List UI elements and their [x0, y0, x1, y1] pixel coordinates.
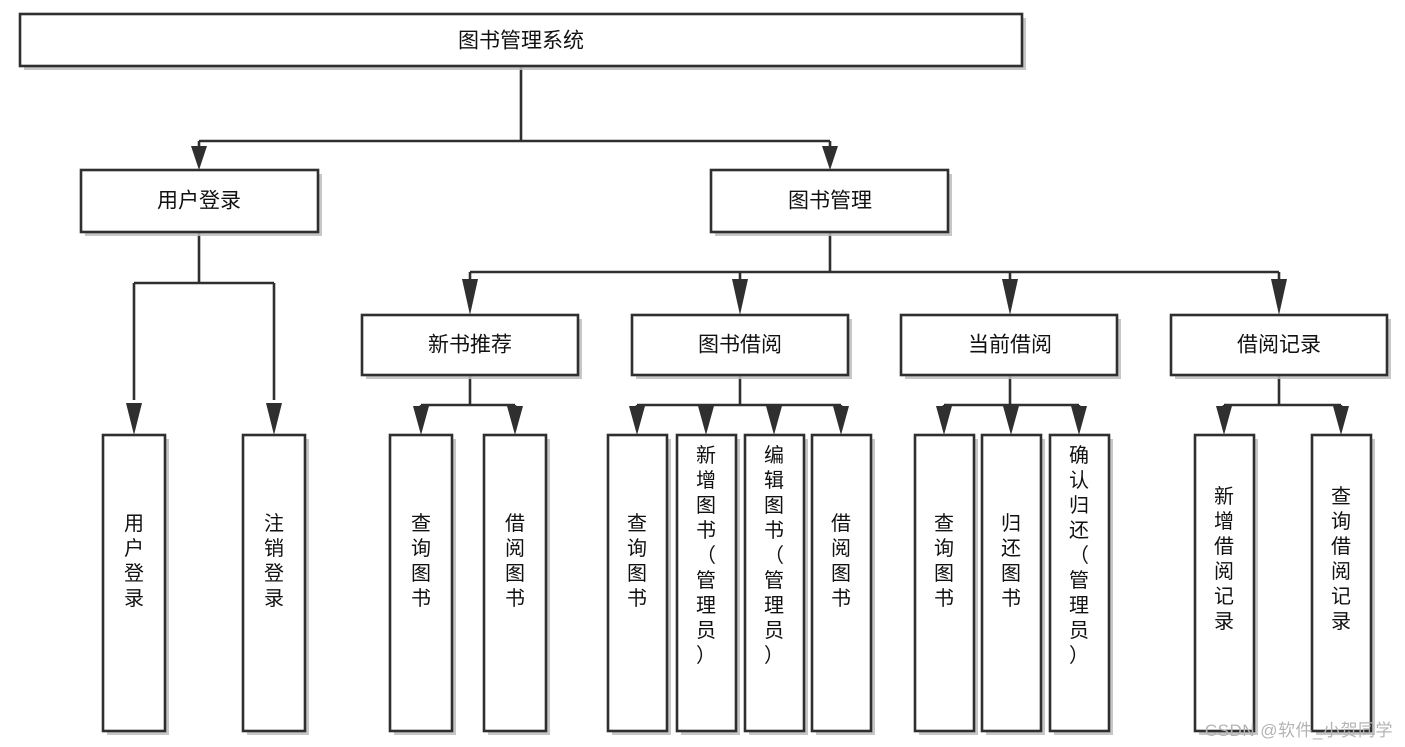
arrow-head-leaf-query-book-2: [629, 406, 645, 435]
arrow-head-leaf-return-book: [1003, 406, 1019, 435]
node-leaf-add-book-label: 新增图书（管理员）: [696, 444, 716, 667]
node-leaf-confirm-return-label: 确认归还（管理员）: [1069, 444, 1089, 667]
node-user-login-label: 用户登录: [157, 190, 241, 213]
arrow-head-new-book-rec: [462, 279, 478, 315]
node-leaf-logout-box[interactable]: [241, 433, 307, 733]
node-book-manage[interactable]: 图书管理: [709, 168, 952, 236]
node-current-borrow[interactable]: 当前借阅: [899, 313, 1121, 379]
node-leaf-user-login[interactable]: 用户登录: [101, 433, 169, 735]
node-leaf-add-book-box[interactable]: [675, 433, 738, 733]
node-leaf-query-record[interactable]: 查询借阅记录: [1310, 433, 1375, 735]
arrow-head-leaf-confirm-return: [1071, 406, 1087, 435]
node-leaf-add-book[interactable]: 新增图书（管理员）: [675, 433, 740, 735]
node-user-login[interactable]: 用户登录: [79, 168, 322, 236]
node-leaf-confirm-return[interactable]: 确认归还（管理员）: [1048, 433, 1113, 735]
arrow-head-leaf-query-book-3: [936, 406, 952, 435]
node-leaf-query-book-3-box[interactable]: [913, 433, 976, 733]
node-leaf-add-record[interactable]: 新增借阅记录: [1193, 433, 1258, 735]
node-user-login-box[interactable]: [79, 168, 320, 234]
node-leaf-query-book-2[interactable]: 查询图书: [606, 433, 671, 735]
node-book-borrow-box[interactable]: [630, 313, 850, 377]
arrow-head-leaf-edit-book: [766, 406, 782, 435]
node-current-borrow-box[interactable]: [899, 313, 1119, 377]
arrow-head-leaf-add-book: [698, 406, 714, 435]
arrow-head-borrow-record: [1271, 279, 1287, 315]
node-leaf-query-book-1-label: 查询图书: [411, 512, 431, 610]
arrow-head-book-borrow: [732, 279, 748, 315]
node-book-borrow[interactable]: 图书借阅: [630, 313, 852, 379]
node-leaf-query-book-1-box[interactable]: [388, 433, 454, 733]
node-book-manage-label: 图书管理: [788, 190, 872, 213]
node-leaf-query-book-3[interactable]: 查询图书: [913, 433, 978, 735]
node-leaf-return-book[interactable]: 归还图书: [980, 433, 1045, 735]
node-current-borrow-label: 当前借阅: [968, 334, 1052, 357]
arrow-head-leaf-add-record: [1216, 406, 1232, 435]
arrow-head-leaf-borrow-book-2: [833, 406, 849, 435]
node-leaf-return-book-box[interactable]: [980, 433, 1043, 733]
node-borrow-record-box[interactable]: [1169, 313, 1389, 377]
node-leaf-logout[interactable]: 注销登录: [241, 433, 309, 735]
arrow-head-leaf-query-record: [1333, 406, 1349, 435]
node-leaf-query-book-1[interactable]: 查询图书: [388, 433, 456, 735]
node-leaf-borrow-book-2[interactable]: 借阅图书: [810, 433, 875, 735]
node-leaf-edit-book[interactable]: 编辑图书（管理员）: [743, 433, 808, 735]
node-book-borrow-label: 图书借阅: [698, 334, 782, 357]
connector-layer: [126, 66, 1349, 435]
node-new-book-rec-box[interactable]: [360, 313, 580, 377]
node-leaf-logout-label: 注销登录: [264, 512, 284, 610]
node-leaf-edit-book-box[interactable]: [743, 433, 806, 733]
node-leaf-query-record-label: 查询借阅记录: [1331, 485, 1351, 633]
node-leaf-query-book-2-box[interactable]: [606, 433, 669, 733]
node-borrow-record-label: 借阅记录: [1237, 334, 1321, 357]
node-book-manage-box[interactable]: [709, 168, 950, 234]
node-leaf-add-record-box[interactable]: [1193, 433, 1256, 733]
node-leaf-confirm-return-box[interactable]: [1048, 433, 1111, 733]
node-root-box[interactable]: [18, 12, 1024, 68]
arrow-head-leaf-user-login: [126, 403, 142, 435]
node-leaf-borrow-book-1[interactable]: 借阅图书: [482, 433, 550, 735]
arrow-head-current-borrow: [1002, 279, 1018, 315]
arrow-head-book-manage: [822, 146, 838, 170]
node-leaf-borrow-book-2-box[interactable]: [810, 433, 873, 733]
node-leaf-query-record-box[interactable]: [1310, 433, 1373, 733]
arrow-head-user-login: [191, 146, 207, 170]
arrow-head-leaf-query-book-1: [413, 406, 429, 435]
arrow-head-leaf-borrow-book-1: [507, 406, 523, 435]
node-new-book-rec[interactable]: 新书推荐: [360, 313, 582, 379]
node-borrow-record[interactable]: 借阅记录: [1169, 313, 1391, 379]
node-leaf-user-login-box[interactable]: [101, 433, 167, 733]
node-leaf-edit-book-label: 编辑图书（管理员）: [764, 444, 784, 667]
node-leaf-query-book-3-label: 查询图书: [934, 512, 954, 610]
node-leaf-query-book-2-label: 查询图书: [627, 512, 647, 610]
arrow-head-leaf-logout: [266, 403, 282, 435]
node-leaf-borrow-book-1-label: 借阅图书: [505, 512, 525, 610]
node-root[interactable]: 图书管理系统: [18, 12, 1026, 70]
node-root-label: 图书管理系统: [458, 30, 584, 53]
node-leaf-add-record-label: 新增借阅记录: [1214, 485, 1234, 633]
node-new-book-rec-label: 新书推荐: [428, 334, 512, 357]
node-leaf-borrow-book-2-label: 借阅图书: [831, 512, 851, 610]
node-leaf-borrow-book-1-box[interactable]: [482, 433, 548, 733]
node-leaf-return-book-label: 归还图书: [1001, 512, 1021, 610]
node-leaf-user-login-label: 用户登录: [124, 513, 144, 610]
